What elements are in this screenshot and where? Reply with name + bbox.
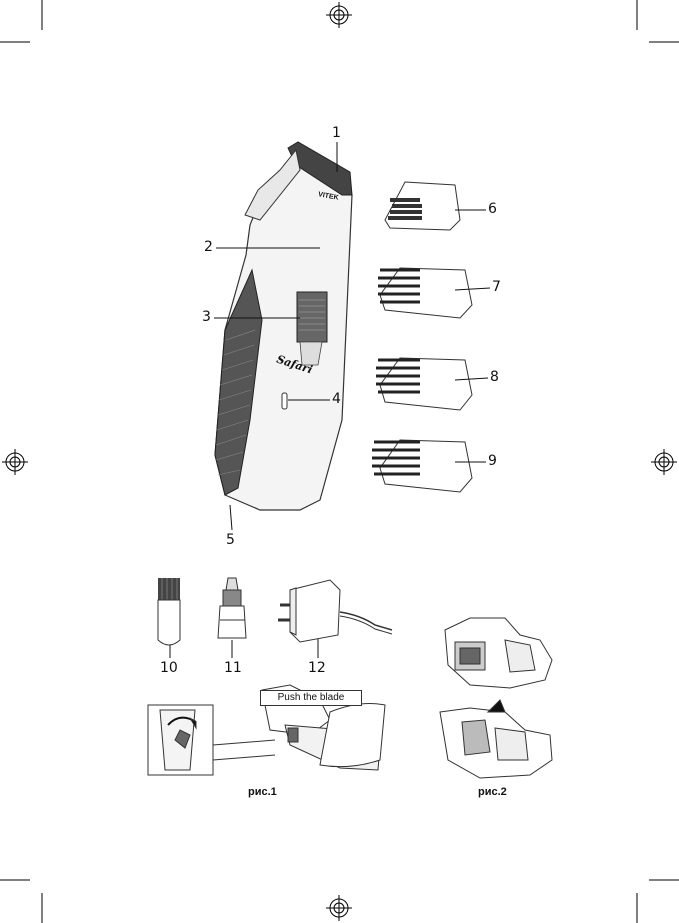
power-switch: [296, 291, 328, 343]
figure-1-caption: рис.1: [248, 786, 277, 798]
callout-8: 8: [490, 369, 499, 385]
callout-10: 10: [160, 660, 178, 676]
push-the-blade-label: Push the blade: [260, 690, 362, 706]
charge-indicator: [281, 392, 288, 410]
callout-6: 6: [488, 201, 497, 217]
comb-8: [376, 357, 473, 411]
callout-5: 5: [226, 532, 235, 548]
leader-lines: [169, 142, 491, 658]
figure-2-caption: рис.2: [478, 786, 507, 798]
comb-9: [372, 439, 473, 493]
clipper-illustration: [214, 141, 353, 511]
callout-4: 4: [332, 391, 341, 407]
callout-7: 7: [492, 279, 501, 295]
cleaning-brush: [157, 578, 181, 646]
callout-1: 1: [332, 125, 341, 141]
callout-9: 9: [488, 453, 497, 469]
callout-2: 2: [204, 239, 213, 255]
comb-6: [384, 181, 461, 231]
oil-bottle: [217, 577, 247, 639]
charger-adapter: [278, 579, 393, 643]
callout-12: 12: [308, 660, 326, 676]
callout-3: 3: [202, 309, 211, 325]
comb-7: [378, 267, 473, 319]
fig2-illustration: [439, 617, 553, 779]
callout-11: 11: [224, 660, 242, 676]
